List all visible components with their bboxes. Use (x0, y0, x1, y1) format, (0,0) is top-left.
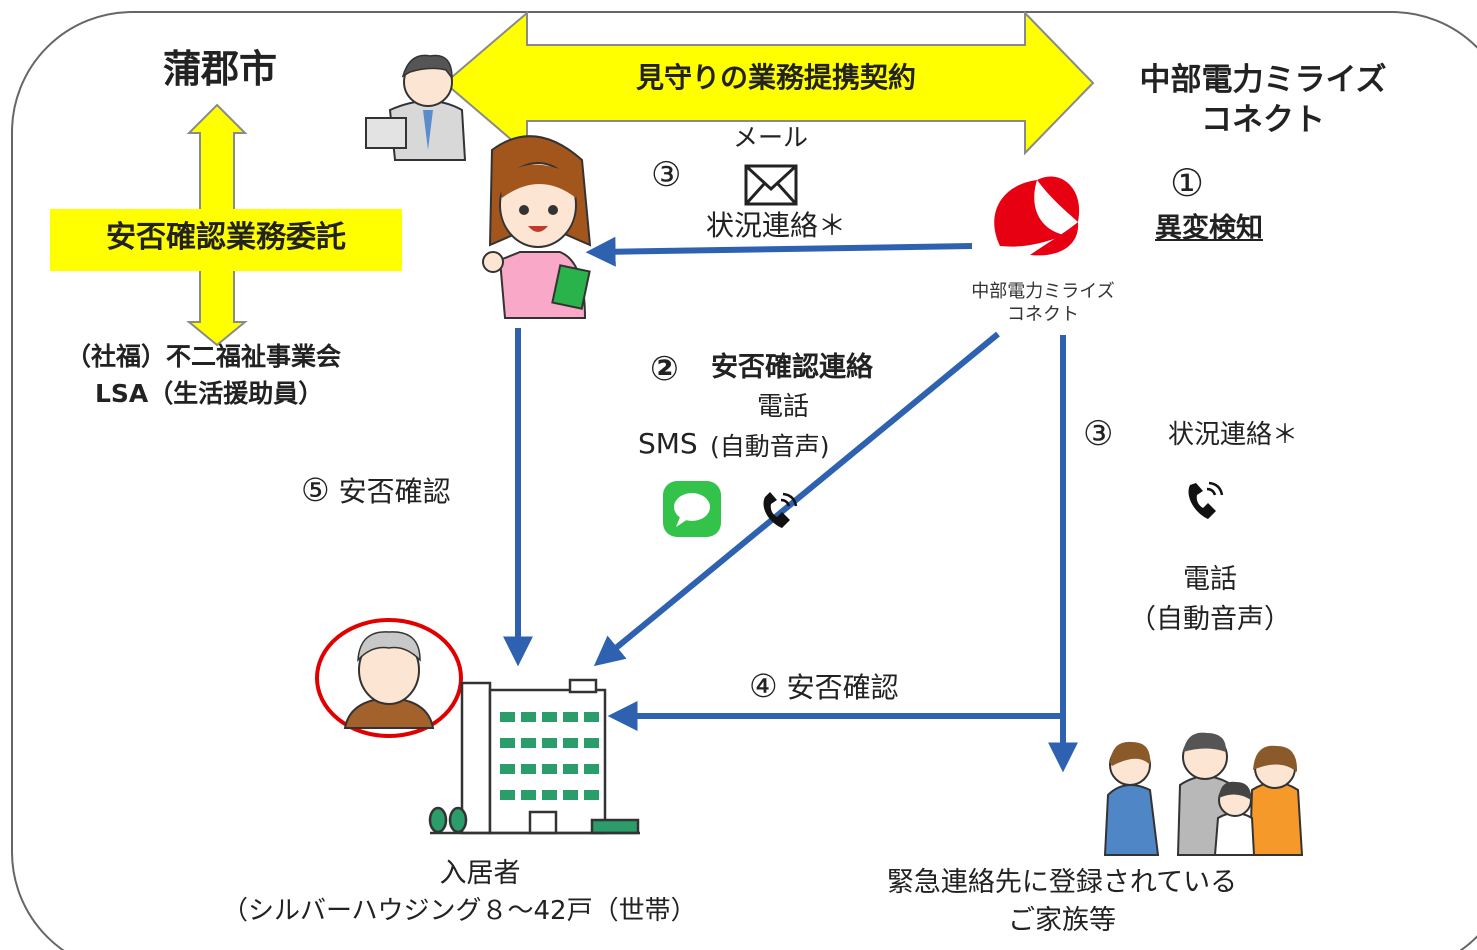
family-auto-voice-label: （自動音声） (1129, 604, 1291, 635)
agreement-arrow (443, 10, 1095, 156)
resident-illustration (315, 618, 463, 738)
step2-number: ② (650, 349, 679, 389)
company-name-line1: 中部電力ミライズ (1139, 62, 1387, 98)
step3-phone-label: 状況連絡＊ (1168, 420, 1299, 450)
envelope-icon (744, 164, 798, 206)
phone-icon (763, 492, 798, 528)
commission-label: 安否確認業務委託 (106, 220, 346, 255)
logo-text-line1: 中部電力ミライズ (971, 281, 1115, 302)
step4-text: 安否確認 (786, 671, 899, 704)
step5-number: ⑤ (301, 471, 330, 509)
family-label: 緊急連絡先に登録されている (886, 867, 1238, 898)
step3-phone-number: ③ (1083, 414, 1114, 454)
commission-box (50, 209, 402, 271)
step5-text: 安否確認 (338, 475, 451, 508)
staff-role-label: LSA（生活援助員） (95, 379, 324, 408)
company-name: 中部電力ミライズ コネクト (1098, 62, 1428, 138)
status-mail-label: 状況連絡＊ (706, 209, 847, 242)
apartment-building-illustration (428, 678, 640, 835)
step2-phone-label: 電話 (757, 392, 810, 422)
city-name: 蒲郡市 (163, 47, 278, 91)
mail-channel-label: メール (733, 123, 809, 152)
city-official-illustration (365, 54, 467, 161)
logo-text: 中部電力ミライズ コネクト (968, 281, 1118, 325)
arrow-status-mail (585, 236, 973, 267)
company-logo (994, 176, 1080, 256)
lsa-staff-illustration (482, 135, 592, 319)
step2-label: 安否確認連絡 (711, 352, 873, 383)
step4-number: ④ (749, 667, 778, 705)
city-boundary-frame (11, 11, 1477, 950)
step3-mail-number: ③ (651, 155, 682, 195)
sms-icon (663, 481, 721, 537)
arrow-company-to-residents (593, 331, 1000, 667)
residents-label: 入居者 (439, 858, 521, 889)
step4-label: ④ 安否確認 (749, 668, 899, 705)
staff-org-label: （社福）不二福祉事業会 (66, 342, 342, 371)
step2-auto-voice-label: (自動音声) (710, 432, 830, 461)
phone-icon-family (1188, 481, 1224, 519)
family-phone-label: 電話 (1183, 564, 1237, 595)
logo-text-line2: コネクト (1007, 303, 1079, 325)
company-name-line2: コネクト (1201, 101, 1325, 138)
family-illustration (1103, 732, 1304, 856)
step1-number: ① (1169, 161, 1205, 205)
family-label-2: ご家族等 (1008, 905, 1116, 936)
step1-label: 異変検知 (1155, 213, 1263, 244)
residents-detail-label: （シルバーハウジング８～42戸（世帯） (222, 896, 697, 926)
step2-sms-label: SMS (638, 427, 698, 460)
agreement-label: 見守りの業務提携契約 (635, 61, 916, 94)
step5-label: ⑤ 安否確認 (301, 472, 451, 509)
